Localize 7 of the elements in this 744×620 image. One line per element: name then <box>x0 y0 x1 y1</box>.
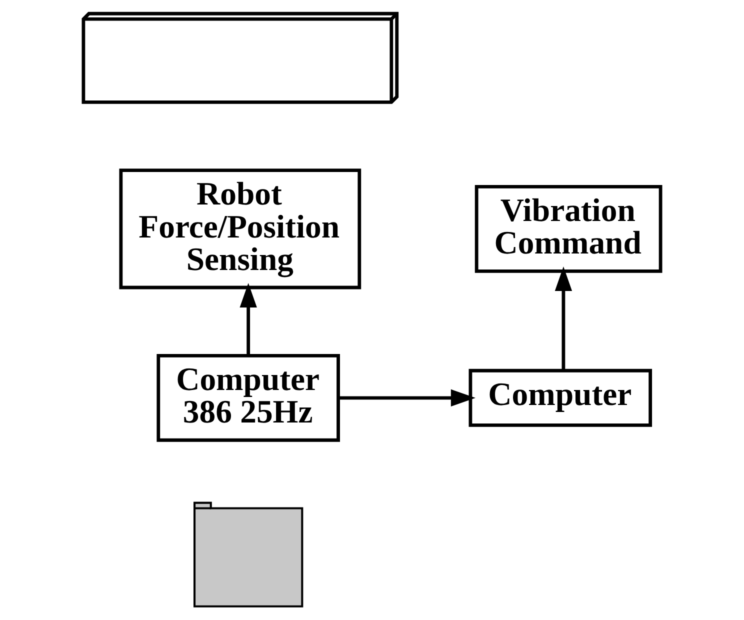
arrow <box>338 389 476 406</box>
node-box: Computer <box>468 368 652 427</box>
node-box: Computer 386 25Hz <box>156 354 340 442</box>
node-box: Vibration Command <box>474 184 662 273</box>
arrow <box>554 266 572 370</box>
node-box: Robot Force/Position Sensing <box>119 168 362 290</box>
arrow <box>240 282 257 356</box>
